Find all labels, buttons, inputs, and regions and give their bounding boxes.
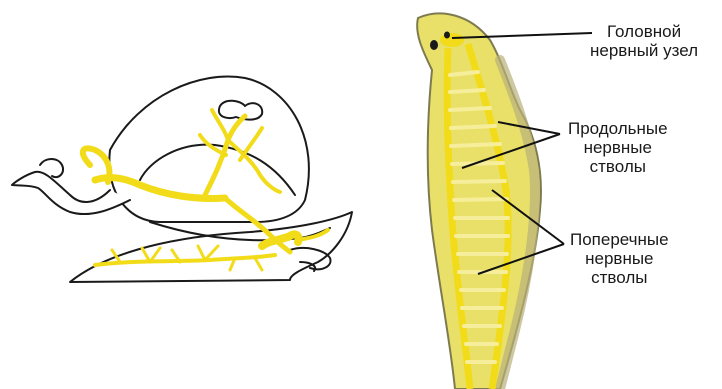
label-head-ganglion-line-1: Головной	[590, 22, 698, 41]
label-longitudinal-line-2: нервные	[568, 138, 668, 157]
label-head-ganglion-line-2: нервный узел	[590, 41, 698, 60]
planarian-eye-right	[444, 32, 450, 39]
label-transverse-line-2: нервные	[570, 249, 669, 268]
planarian-drawing	[417, 13, 541, 389]
planarian-head-ganglion	[440, 33, 464, 47]
label-longitudinal-line-3: стволы	[568, 157, 668, 176]
label-longitudinal-trunks: Продольные нервные стволы	[568, 119, 668, 176]
planarian-eye-left	[430, 40, 438, 50]
label-transverse-line-1: Поперечные	[570, 230, 669, 249]
label-transverse-line-3: стволы	[570, 268, 669, 287]
label-transverse-trunks: Поперечные нервные стволы	[570, 230, 669, 287]
label-head-ganglion: Головной нервный узел	[590, 22, 698, 60]
mollusc-drawing	[12, 77, 352, 282]
label-longitudinal-line-1: Продольные	[568, 119, 668, 138]
